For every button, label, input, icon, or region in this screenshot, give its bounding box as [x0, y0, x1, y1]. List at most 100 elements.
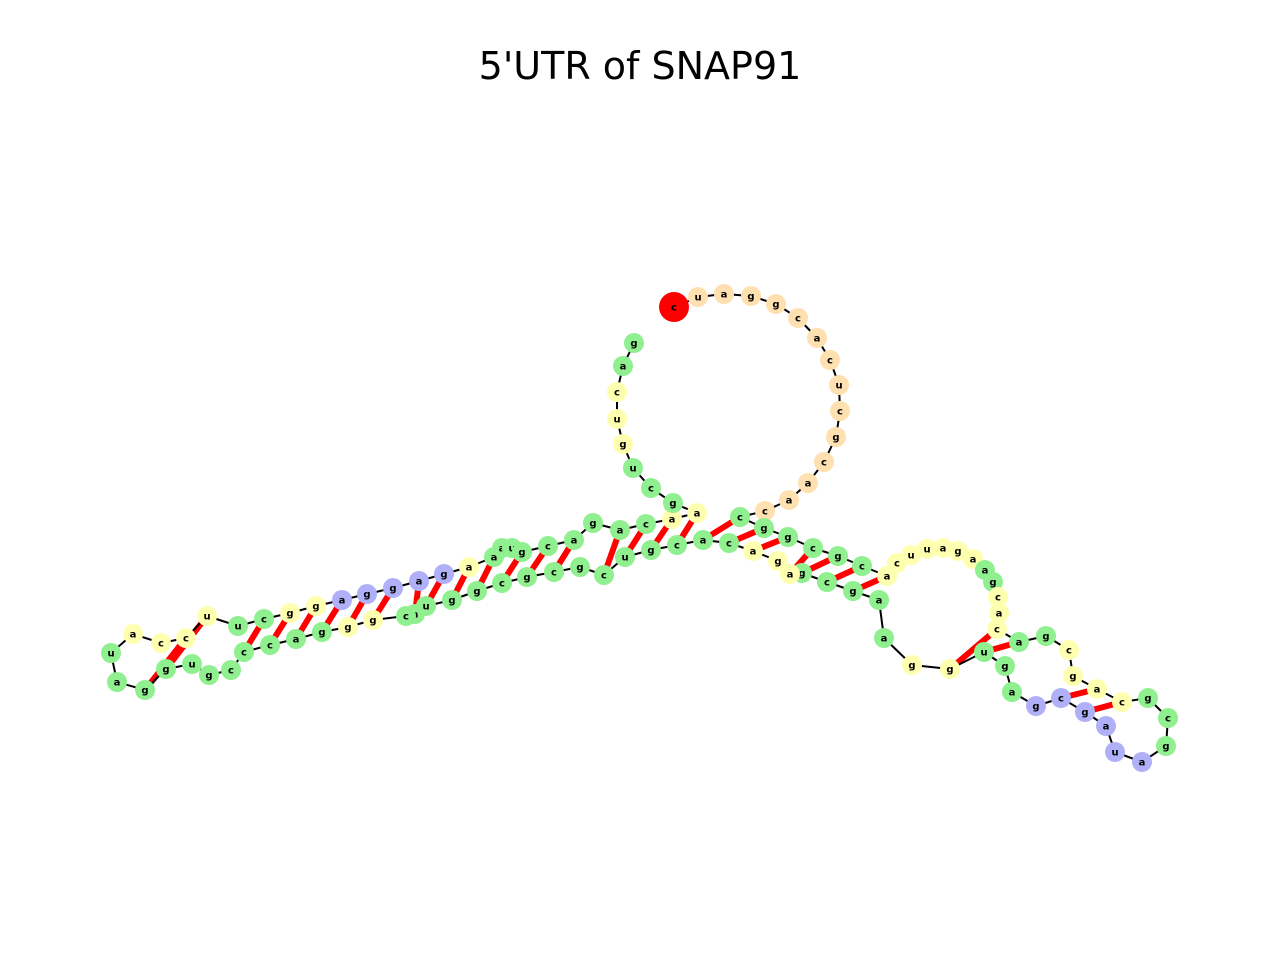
nucleotide-node: u — [182, 654, 202, 674]
nucleotide-label: c — [551, 568, 557, 579]
nucleotide-label: g — [318, 628, 325, 639]
nucleotide-circle — [151, 633, 171, 653]
nucleotide-node: a — [714, 284, 734, 304]
nucleotide-label: g — [647, 546, 654, 557]
nucleotide-circle — [1026, 696, 1046, 716]
nucleotide-circle — [199, 665, 219, 685]
nucleotide-node: a — [693, 530, 713, 550]
nucleotide-node: c — [221, 660, 241, 680]
nucleotide-node: u — [228, 616, 248, 636]
nucleotide-label: g — [1144, 694, 1151, 705]
nucleotide-circle — [312, 622, 332, 642]
nucleotide-label: u — [613, 415, 620, 426]
nucleotide-label: u — [629, 464, 636, 475]
nucleotide-label: c — [499, 579, 505, 590]
nucleotide-circle — [1059, 640, 1079, 660]
nucleotide-node: a — [409, 571, 429, 591]
nucleotide-label: c — [994, 625, 1000, 636]
nucleotide-node: a — [780, 564, 800, 584]
nucleotide-label: g — [518, 548, 525, 559]
nucleotide-node: g — [517, 567, 537, 587]
nucleotide-circle — [383, 578, 403, 598]
nucleotide-node: g — [512, 542, 532, 562]
nucleotide-circle — [1156, 736, 1176, 756]
nucleotide-circle — [1087, 679, 1107, 699]
nucleotide-label: a — [876, 596, 883, 607]
nucleotide-node: c — [820, 350, 840, 370]
nucleotide-circle — [874, 628, 894, 648]
nucleotide-circle — [826, 427, 846, 447]
nucleotide-label: g — [784, 533, 791, 544]
nucleotide-node: g — [768, 551, 788, 571]
nucleotide-label: g — [798, 569, 805, 580]
nucleotide-node: g — [902, 655, 922, 675]
nucleotide-node: a — [1132, 752, 1152, 772]
nucleotide-circle — [641, 540, 661, 560]
nucleotide-label: c — [810, 544, 816, 555]
nucleotide-circle — [933, 538, 953, 558]
nucleotide-circle — [434, 564, 454, 584]
nucleotide-circle — [667, 535, 687, 555]
nucleotide-label: g — [440, 570, 447, 581]
nucleotide-label: g — [1042, 632, 1049, 643]
nucleotide-circle — [610, 520, 630, 540]
nucleotide-circle — [974, 642, 994, 662]
nucleotide-node: u — [1105, 742, 1125, 762]
nucleotide-node: g — [383, 578, 403, 598]
nucleotide-circle — [817, 572, 837, 592]
nucleotide-label: a — [339, 596, 346, 607]
nucleotide-node: g — [1063, 666, 1083, 686]
nucleotide-label: g — [1069, 672, 1076, 683]
nucleotide-label: c — [1165, 714, 1171, 725]
nucleotide-label: a — [940, 544, 947, 555]
nucleotide-label: g — [1032, 702, 1039, 713]
nucleotide-label: c — [228, 666, 234, 677]
nucleotide-node: a — [459, 557, 479, 577]
nucleotide-circle — [659, 292, 689, 322]
nucleotide-label: a — [786, 496, 793, 507]
nucleotide-label: a — [982, 566, 989, 577]
nucleotide-label: a — [814, 334, 821, 345]
nucleotide-label: g — [523, 573, 530, 584]
nucleotide-label: a — [805, 479, 812, 490]
nucleotide-label: g — [849, 587, 856, 598]
nucleotide-circle — [286, 629, 306, 649]
chart-title: 5'UTR of SNAP91 — [478, 44, 802, 88]
nucleotide-label: c — [241, 648, 247, 659]
nucleotide-label: g — [1081, 708, 1088, 719]
nucleotide-node: c — [814, 452, 834, 472]
nucleotide-label: g — [760, 524, 767, 535]
nucleotide-circle — [607, 409, 627, 429]
nucleotide-circle — [820, 350, 840, 370]
nucleotide-label: a — [787, 570, 794, 581]
nucleotide-circle — [663, 493, 683, 513]
nucleotide-node: g — [624, 333, 644, 353]
nucleotide-label: g — [834, 552, 841, 563]
nucleotide-node: a — [1002, 682, 1022, 702]
nucleotide-circle — [254, 609, 274, 629]
nucleotide-label: g — [774, 557, 781, 568]
nucleotide-circle — [607, 382, 627, 402]
nucleotide-node: c — [176, 628, 196, 648]
nucleotide-circle — [442, 590, 462, 610]
nucleotide-label: a — [130, 630, 137, 641]
nucleotide-node: a — [933, 538, 953, 558]
nucleotide-label: g — [989, 578, 996, 589]
nucleotide-circle — [306, 596, 326, 616]
nucleotide-circle — [512, 542, 532, 562]
nucleotide-label: g — [669, 499, 676, 510]
nucleotide-circle — [779, 490, 799, 510]
nucleotide-circle — [107, 672, 127, 692]
nucleotide-circle — [662, 509, 682, 529]
nucleotide-label: c — [827, 356, 833, 367]
nucleotide-node: u — [901, 545, 921, 565]
nucleotide-circle — [829, 375, 849, 395]
nucleotide-label: c — [762, 507, 768, 518]
nucleotide-node: g — [338, 617, 358, 637]
nucleotide-circle — [1036, 626, 1056, 646]
nucleotide-circle — [755, 501, 775, 521]
nucleotide-label: a — [700, 536, 707, 547]
nucleotide-node: g — [357, 584, 377, 604]
